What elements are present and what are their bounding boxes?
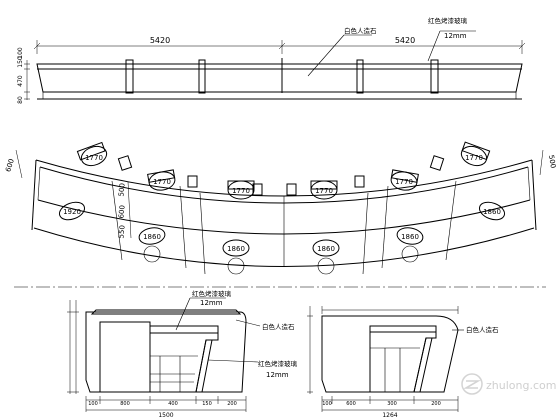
section-a-dim-2: 800 bbox=[120, 401, 130, 407]
section-a: 100 800 400 150 200 1500 红色烤漆玻璃 12mm 白色人… bbox=[67, 289, 298, 419]
plan-dim-550: 550 bbox=[117, 225, 126, 239]
section-b-body bbox=[321, 315, 459, 393]
plan-chair-3: 1770 bbox=[227, 180, 255, 200]
section-a-dim-1: 100 bbox=[88, 401, 98, 407]
svg-text:1860: 1860 bbox=[227, 245, 245, 253]
elevation-vdim-1: 150 bbox=[17, 56, 24, 68]
watermark: zhulong.com bbox=[461, 373, 556, 395]
elevation-callout-glass: 红色烤漆玻璃 bbox=[428, 16, 468, 25]
elevation-counter-body bbox=[36, 63, 523, 93]
elevation-vdim-4: 80 bbox=[17, 96, 24, 104]
svg-text:1860: 1860 bbox=[143, 233, 161, 241]
plan-dim-left-600: 600 bbox=[4, 158, 16, 173]
svg-text:1860: 1860 bbox=[317, 245, 335, 253]
watermark-text: zhulong.com bbox=[486, 379, 556, 392]
section-a-total: 1500 bbox=[158, 412, 173, 419]
elevation-callout-stone: 白色人造石 bbox=[344, 26, 377, 35]
svg-text:1770: 1770 bbox=[465, 154, 483, 162]
elevation-callout-glass-thk: 12mm bbox=[444, 32, 467, 40]
elevation-vdim-2: 100 bbox=[17, 47, 24, 59]
plan-dim-500: 500 bbox=[117, 183, 126, 197]
plan-chair-4: 1770 bbox=[310, 180, 338, 200]
watermark-logo-icon bbox=[461, 373, 483, 395]
plan-base-4: 1860 bbox=[312, 239, 340, 275]
section-a-callout-glass-thk: 12mm bbox=[200, 299, 223, 307]
svg-text:1770: 1770 bbox=[153, 178, 171, 186]
elevation-dim-right: 5420 bbox=[395, 36, 415, 45]
section-a-callout-stone: 白色人造石 bbox=[262, 322, 295, 331]
plan-dim-600: 600 bbox=[117, 205, 126, 219]
section-a-dim-4: 150 bbox=[202, 401, 212, 407]
section-b: 100 600 300 200 1264 白色人造石 bbox=[307, 306, 499, 419]
svg-text:1860: 1860 bbox=[401, 233, 419, 241]
svg-text:1770: 1770 bbox=[315, 187, 333, 195]
svg-text:1770: 1770 bbox=[85, 154, 103, 162]
svg-text:1860: 1860 bbox=[483, 208, 501, 216]
section-a-callout-glass2: 红色烤漆玻璃 bbox=[258, 359, 298, 368]
section-b-dim-2: 600 bbox=[346, 401, 356, 407]
section-a-callout-glass2-thk: 12mm bbox=[266, 371, 289, 379]
svg-text:1770: 1770 bbox=[232, 187, 250, 195]
section-a-body bbox=[85, 311, 247, 393]
plan-base-1: 1920 bbox=[58, 201, 86, 221]
plan-view: 1770 1770 1770 1770 1770 1770 bbox=[4, 141, 557, 275]
plan-base-2: 1860 bbox=[138, 227, 166, 263]
plan-inner-arc bbox=[33, 227, 535, 267]
section-a-dim-5: 200 bbox=[227, 401, 237, 407]
elevation-dim-left: 5420 bbox=[150, 36, 170, 45]
section-b-dim-4: 200 bbox=[431, 401, 441, 407]
plan-chair-1: 1770 bbox=[76, 141, 108, 167]
elevation-view: 5420 5420 150 100 470 80 白色人造石 红色烤漆玻璃 12… bbox=[17, 16, 526, 104]
section-b-total: 1264 bbox=[382, 412, 397, 419]
svg-text:1770: 1770 bbox=[395, 178, 413, 186]
section-a-callout-glass: 红色烤漆玻璃 bbox=[192, 289, 232, 298]
plan-base-6: 1860 bbox=[478, 201, 506, 221]
plan-base-3: 1860 bbox=[222, 239, 250, 275]
section-b-callout-stone: 白色人造石 bbox=[466, 325, 499, 334]
plan-chair-6: 1770 bbox=[460, 141, 491, 167]
section-b-dim-1: 100 bbox=[322, 401, 332, 407]
svg-text:1920: 1920 bbox=[63, 208, 81, 216]
plan-chair-5: 1770 bbox=[390, 169, 419, 191]
plan-outer-arc bbox=[35, 159, 533, 197]
plan-chair-2: 1770 bbox=[147, 169, 176, 191]
section-a-dim-3: 400 bbox=[168, 401, 178, 407]
elevation-vdim-3: 470 bbox=[17, 75, 24, 87]
plan-dim-right-500: 500 bbox=[547, 154, 557, 169]
plan-base-5: 1860 bbox=[396, 227, 424, 263]
section-b-dim-3: 300 bbox=[387, 401, 397, 407]
